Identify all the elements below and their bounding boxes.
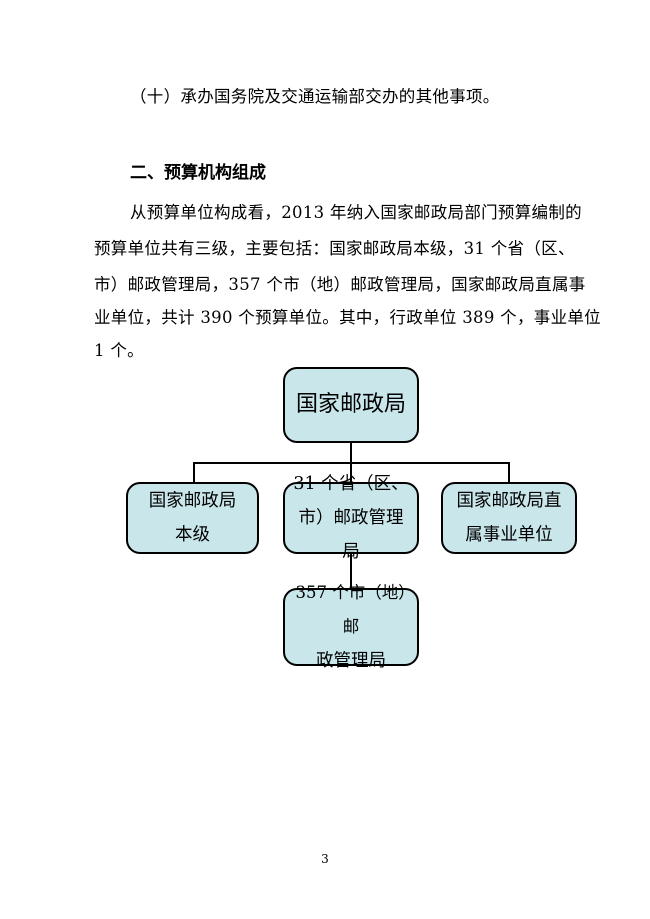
page-number: 3 [321,852,329,866]
org-box-municipal: 357 个市（地）邮 政管理局 [283,583,419,671]
connector-root-down [350,441,352,463]
org-box-provincial-line2: 市）邮政管理局 [298,508,404,562]
connector-middle-down [350,462,352,484]
paragraph-item-10: （十）承办国务院及交通运输部交办的其他事项。 [130,87,500,106]
org-box-headquarters: 国家邮政局 本级 [126,482,259,554]
org-box-root-label: 国家邮政局 [295,392,406,417]
body-line-5: 1 个。 [94,341,144,360]
org-box-affiliated-line1: 国家邮政局直 [456,491,562,511]
body-line-2: 预算单位共有三级，主要包括：国家邮政局本级，31 个省（区、 [94,239,575,258]
connector-right-down [508,462,510,484]
org-box-provincial: 31 个省（区、 市）邮政管理局 [283,474,419,562]
connector-left-down [193,462,195,484]
org-box-affiliated-line2: 属事业单位 [465,525,553,545]
connector-middle-to-child [350,552,352,590]
body-line-4: 业单位，共计 390 个预算单位。其中，行政单位 389 个，事业单位 [94,308,601,327]
org-box-municipal-line1: 357 个市（地）邮 [295,583,407,636]
body-line-1: 从预算单位构成看，2013 年纳入国家邮政局部门预算编制的 [130,203,582,222]
org-box-municipal-line2: 政管理局 [316,651,386,671]
org-box-root: 国家邮政局 [283,367,419,443]
org-box-provincial-line1: 31 个省（区、 [293,474,409,494]
section-heading: 二、预算机构组成 [130,163,266,183]
org-box-headquarters-line1: 国家邮政局 [148,491,237,511]
org-box-affiliated: 国家邮政局直 属事业单位 [441,482,577,554]
org-box-headquarters-line2: 本级 [175,525,210,545]
body-line-3: 市）邮政管理局，357 个市（地）邮政管理局，国家邮政局直属事 [94,275,586,294]
